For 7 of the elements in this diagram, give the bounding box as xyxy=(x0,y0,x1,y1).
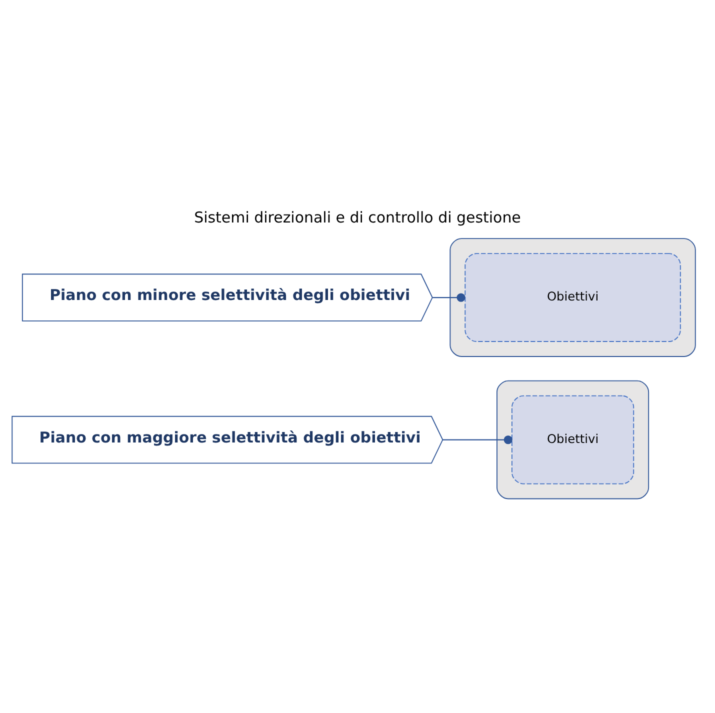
node-box: Obiettivi xyxy=(464,253,681,342)
connector xyxy=(432,293,466,302)
node-box: Obiettivi xyxy=(511,395,634,484)
connector xyxy=(442,436,512,444)
diagram-title: Sistemi direzionali e di controllo di gestione xyxy=(194,208,521,226)
cluster xyxy=(496,380,650,500)
cluster xyxy=(450,238,696,357)
